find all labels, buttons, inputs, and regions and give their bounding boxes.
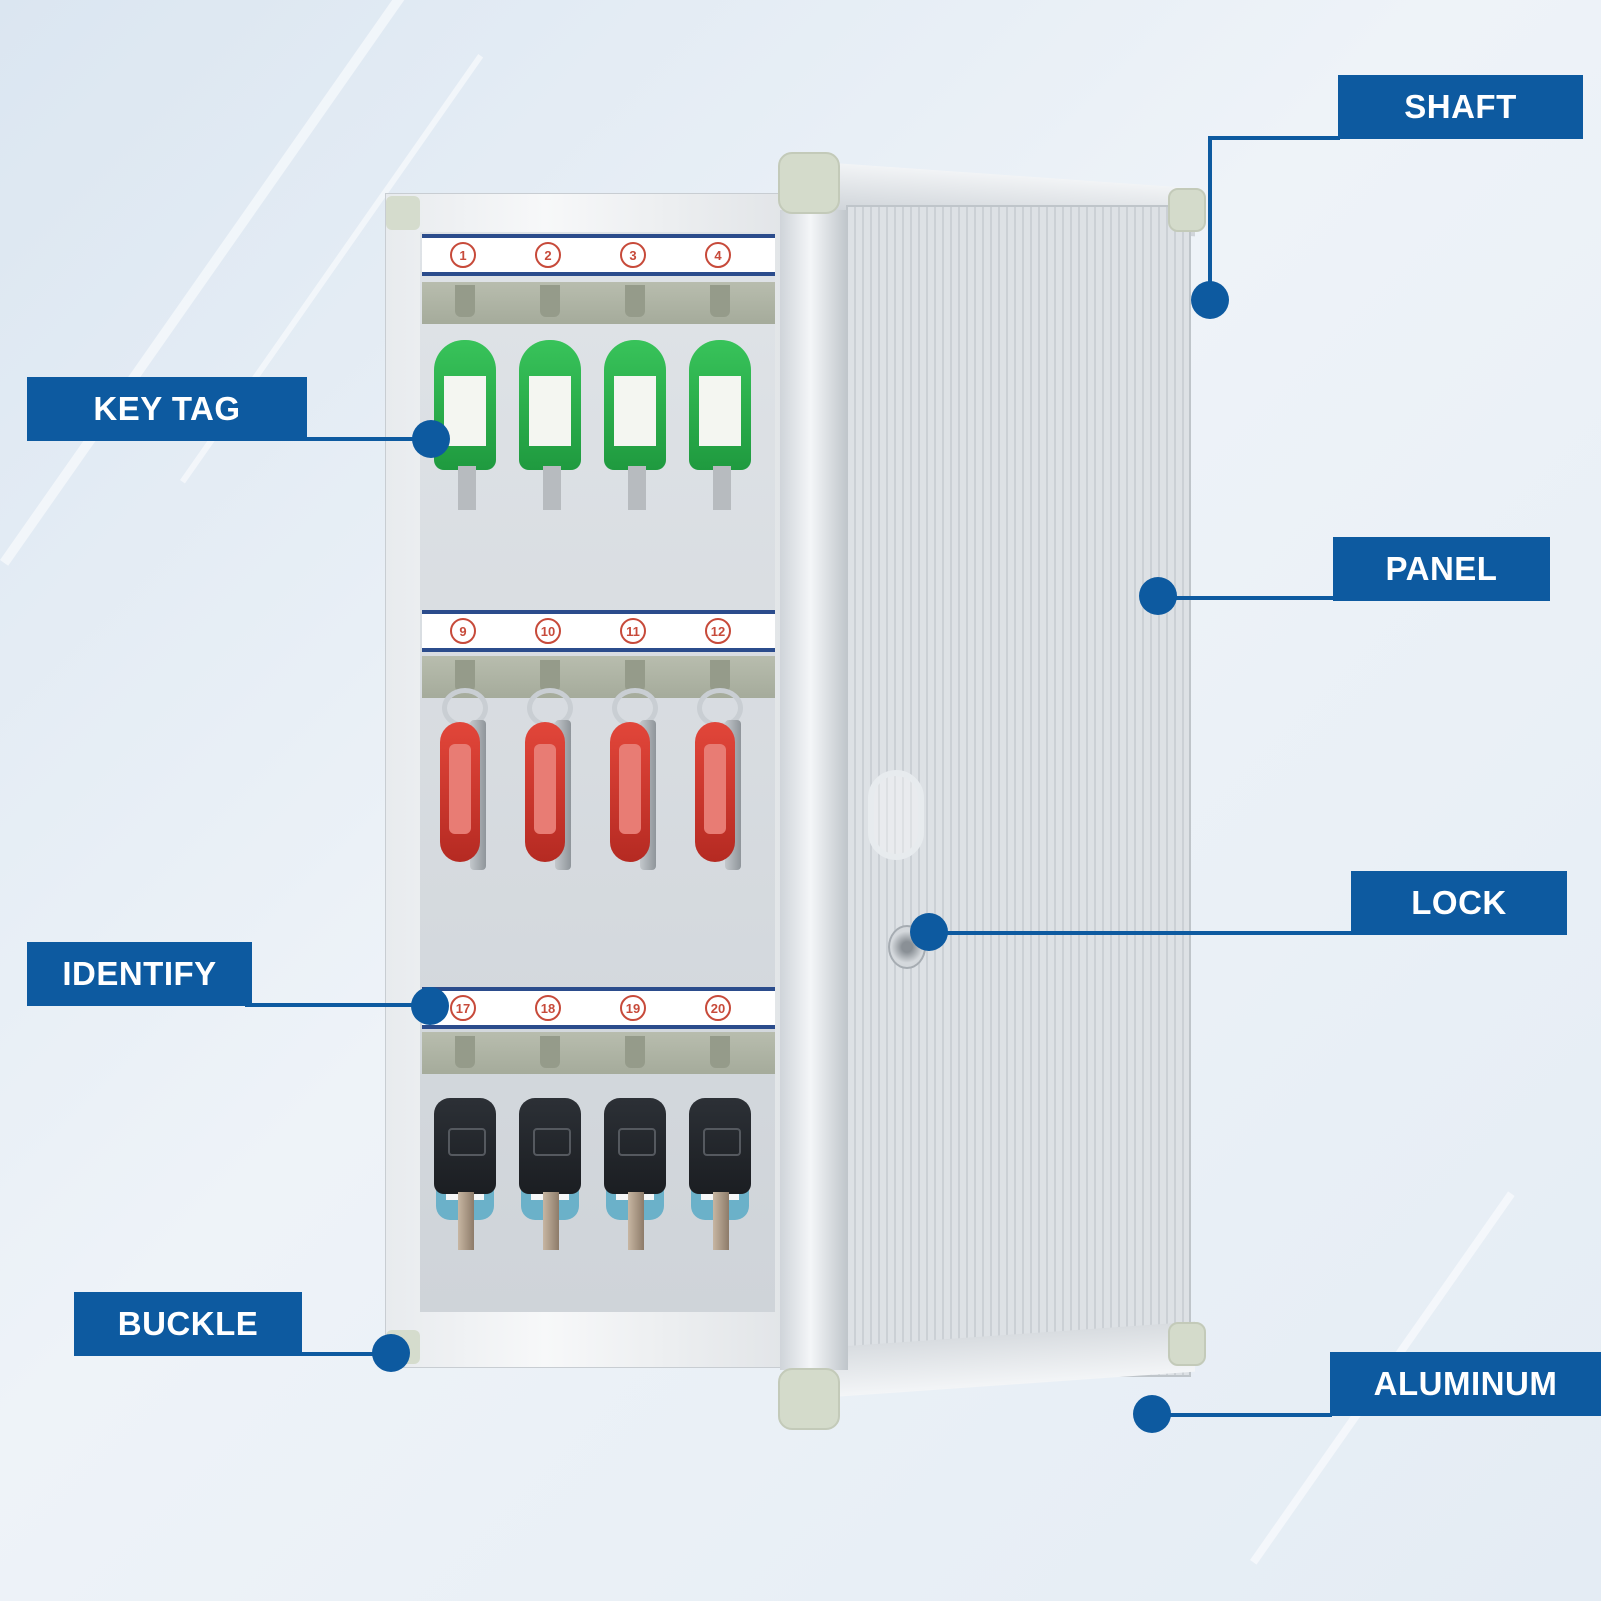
- door-corner: [1168, 1322, 1206, 1366]
- green-key-tag: [519, 340, 581, 510]
- hook: [710, 660, 730, 692]
- red-key-tag: [440, 722, 480, 862]
- callout-key-tag: KEY TAG: [27, 377, 307, 441]
- leader-line: [946, 931, 1353, 935]
- hook-number: 1: [450, 242, 476, 268]
- hook-number: 10: [535, 618, 561, 644]
- key-icon: [519, 1098, 581, 1250]
- leader-line: [245, 1003, 435, 1007]
- hook: [455, 1036, 475, 1068]
- callout-panel: PANEL: [1333, 537, 1550, 601]
- door-corner: [778, 1368, 840, 1430]
- red-key-tag: [610, 722, 650, 862]
- pointer-dot: [372, 1334, 410, 1372]
- green-key-tag: [434, 340, 496, 510]
- hook: [540, 660, 560, 692]
- number-strip-row1: 1 2 3 4: [422, 234, 775, 276]
- hook: [625, 1036, 645, 1068]
- hook: [455, 285, 475, 317]
- number-strip-row3: 17 18 19 20: [422, 987, 775, 1029]
- key-icon: [604, 1098, 666, 1250]
- callout-aluminum: ALUMINUM: [1330, 1352, 1601, 1416]
- door-hinge-edge: [780, 210, 848, 1370]
- hook: [710, 285, 730, 317]
- pointer-dot: [1139, 577, 1177, 615]
- callout-shaft: SHAFT: [1338, 75, 1583, 139]
- hook-number: 12: [705, 618, 731, 644]
- hook: [710, 1036, 730, 1068]
- callout-lock: LOCK: [1351, 871, 1567, 935]
- number-strip-row2: 9 10 11 12: [422, 610, 775, 652]
- hook-number: 11: [620, 618, 646, 644]
- callout-identify: IDENTIFY: [27, 942, 252, 1006]
- pointer-dot: [412, 420, 450, 458]
- red-key-tag: [695, 722, 735, 862]
- hook: [540, 1036, 560, 1068]
- leader-line: [1170, 596, 1335, 600]
- hook-number: 2: [535, 242, 561, 268]
- key-icon: [689, 1098, 751, 1250]
- pointer-dot: [1133, 1395, 1171, 1433]
- hook: [455, 660, 475, 692]
- leader-line: [1208, 136, 1212, 300]
- hook: [625, 285, 645, 317]
- leader-line: [300, 437, 440, 441]
- light-streak: [0, 0, 410, 566]
- hook-number: 3: [620, 242, 646, 268]
- green-key-tag: [604, 340, 666, 510]
- door-handle[interactable]: [868, 770, 924, 860]
- door-corner: [778, 152, 840, 214]
- key-icon: [434, 1098, 496, 1250]
- hook-number: 18: [535, 995, 561, 1021]
- leader-line: [1208, 136, 1340, 140]
- green-key-tag: [689, 340, 751, 510]
- pointer-dot: [411, 987, 449, 1025]
- hook: [540, 285, 560, 317]
- red-key-tag: [525, 722, 565, 862]
- hook-number: 20: [705, 995, 731, 1021]
- hook-number: 19: [620, 995, 646, 1021]
- hook-number: 17: [450, 995, 476, 1021]
- door-corner: [1168, 188, 1206, 232]
- cabinet-corner: [386, 196, 420, 230]
- hook-number: 4: [705, 242, 731, 268]
- pointer-dot: [1191, 281, 1229, 319]
- pointer-dot: [910, 913, 948, 951]
- hook-number: 9: [450, 618, 476, 644]
- hook: [625, 660, 645, 692]
- leader-line: [300, 1352, 390, 1356]
- leader-line: [1170, 1413, 1332, 1417]
- callout-buckle: BUCKLE: [74, 1292, 302, 1356]
